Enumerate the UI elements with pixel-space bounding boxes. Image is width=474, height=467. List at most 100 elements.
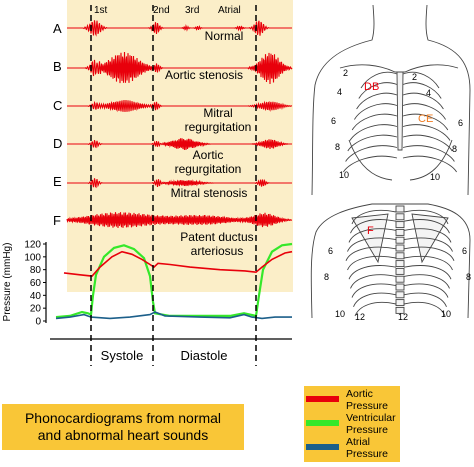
trace-letter: E	[53, 174, 62, 189]
aortic-pressure-curve	[63, 250, 293, 277]
rib-label: 6	[458, 118, 463, 128]
trace-letter: D	[53, 136, 62, 151]
chest-front-labels: 2 4 6 8 10 2 4 6 8 10 DB CE	[331, 68, 463, 182]
rib	[402, 124, 451, 141]
rib-label: 8	[452, 144, 457, 154]
rib	[348, 228, 397, 243]
rib	[402, 113, 449, 131]
rib-label: 6	[462, 246, 467, 256]
trace-letter: F	[53, 213, 61, 228]
rib	[403, 228, 452, 243]
back-torso-outline	[310, 203, 471, 319]
trace-row-f: F Patent ductus arteriosus	[53, 212, 292, 258]
rib-label: 8	[466, 272, 471, 282]
atrial-pressure-curve	[55, 311, 292, 320]
rib	[403, 246, 455, 262]
chest-back-labels: 6 8 10 12 6 8 10 12 F	[324, 225, 471, 322]
rib-label: 10	[430, 172, 440, 182]
rib	[347, 255, 397, 271]
legend-label: Atrial	[346, 436, 370, 448]
legend-swatch-ventricular	[306, 420, 339, 426]
rib	[345, 145, 398, 162]
rib	[360, 71, 398, 89]
figure-caption: Phonocardiograms from normal and abnorma…	[2, 404, 244, 450]
rib	[347, 237, 397, 252]
rib	[402, 82, 442, 99]
diastole-label: Diastole	[181, 348, 228, 363]
ventricular-pressure-curve	[55, 242, 293, 319]
trace-letter: A	[53, 21, 62, 36]
legend-swatch-atrial	[306, 444, 339, 450]
rib	[358, 82, 398, 99]
front-torso-outline	[311, 4, 471, 196]
spine	[395, 205, 405, 314]
y-tick-label: 60	[30, 278, 42, 289]
vertebra	[395, 213, 405, 221]
sternum	[396, 71, 404, 151]
rib	[356, 92, 398, 110]
systole-label: Systole	[101, 348, 144, 363]
rib	[350, 219, 397, 234]
y-tick-label: 20	[30, 304, 42, 315]
trace-caption: Aortic stenosis	[165, 68, 243, 82]
auscultation-point-db: DB	[364, 81, 379, 93]
rib	[351, 283, 397, 298]
phonocardiogram-trace	[67, 100, 293, 113]
rib	[402, 103, 446, 120]
trace-letter: C	[53, 98, 62, 113]
rib	[403, 219, 450, 234]
rib-label: 10	[339, 170, 349, 180]
rib-label: 12	[355, 312, 365, 322]
front-ribs-left	[343, 71, 398, 173]
atrial-sound-label: Atrial	[218, 5, 241, 16]
vertebra	[395, 267, 405, 275]
y-tick-label: 40	[30, 291, 42, 302]
auscultation-point-f: F	[367, 225, 374, 237]
rib	[349, 124, 398, 141]
rib-label: 8	[324, 272, 329, 282]
phonocardiogram-trace	[67, 20, 292, 37]
rib-label: 4	[337, 87, 342, 97]
y-axis-label: Pressure (mmHg)	[2, 243, 13, 322]
trace-caption: Patent ductus	[180, 230, 253, 244]
caption-line: and abnormal heart sounds	[37, 427, 209, 443]
rib	[351, 113, 398, 131]
rib	[351, 209, 397, 225]
trace-caption: arteriosus	[191, 244, 244, 258]
vertebra	[395, 306, 405, 314]
vertebra	[395, 205, 405, 213]
trace-caption: Normal	[205, 29, 244, 43]
rib	[350, 274, 397, 289]
rib	[402, 134, 453, 152]
rib	[403, 237, 453, 252]
vertebra	[395, 283, 405, 291]
rib-label: 10	[441, 309, 451, 319]
rib	[403, 301, 446, 317]
rib	[353, 292, 397, 307]
costal-margins	[348, 139, 453, 181]
rib	[402, 71, 440, 89]
legend-label: Pressure	[346, 424, 389, 436]
rib-label: 2	[412, 72, 417, 82]
chest-front-illustration	[311, 4, 471, 196]
rib	[354, 103, 398, 120]
clavicles	[339, 64, 459, 73]
rib-label: 10	[335, 309, 345, 319]
vertebra	[395, 228, 405, 236]
legend-label: Ventricular	[346, 412, 396, 424]
vertebra	[395, 260, 405, 268]
vertebra	[395, 244, 405, 252]
phonocardiogram-trace	[67, 178, 292, 189]
rib	[345, 246, 397, 262]
caption-line: Phonocardiograms from normal	[24, 410, 222, 426]
first-sound-label: 1st	[94, 5, 108, 16]
rib	[403, 265, 452, 280]
second-sound-label: 2nd	[153, 5, 170, 16]
rib	[403, 255, 453, 271]
